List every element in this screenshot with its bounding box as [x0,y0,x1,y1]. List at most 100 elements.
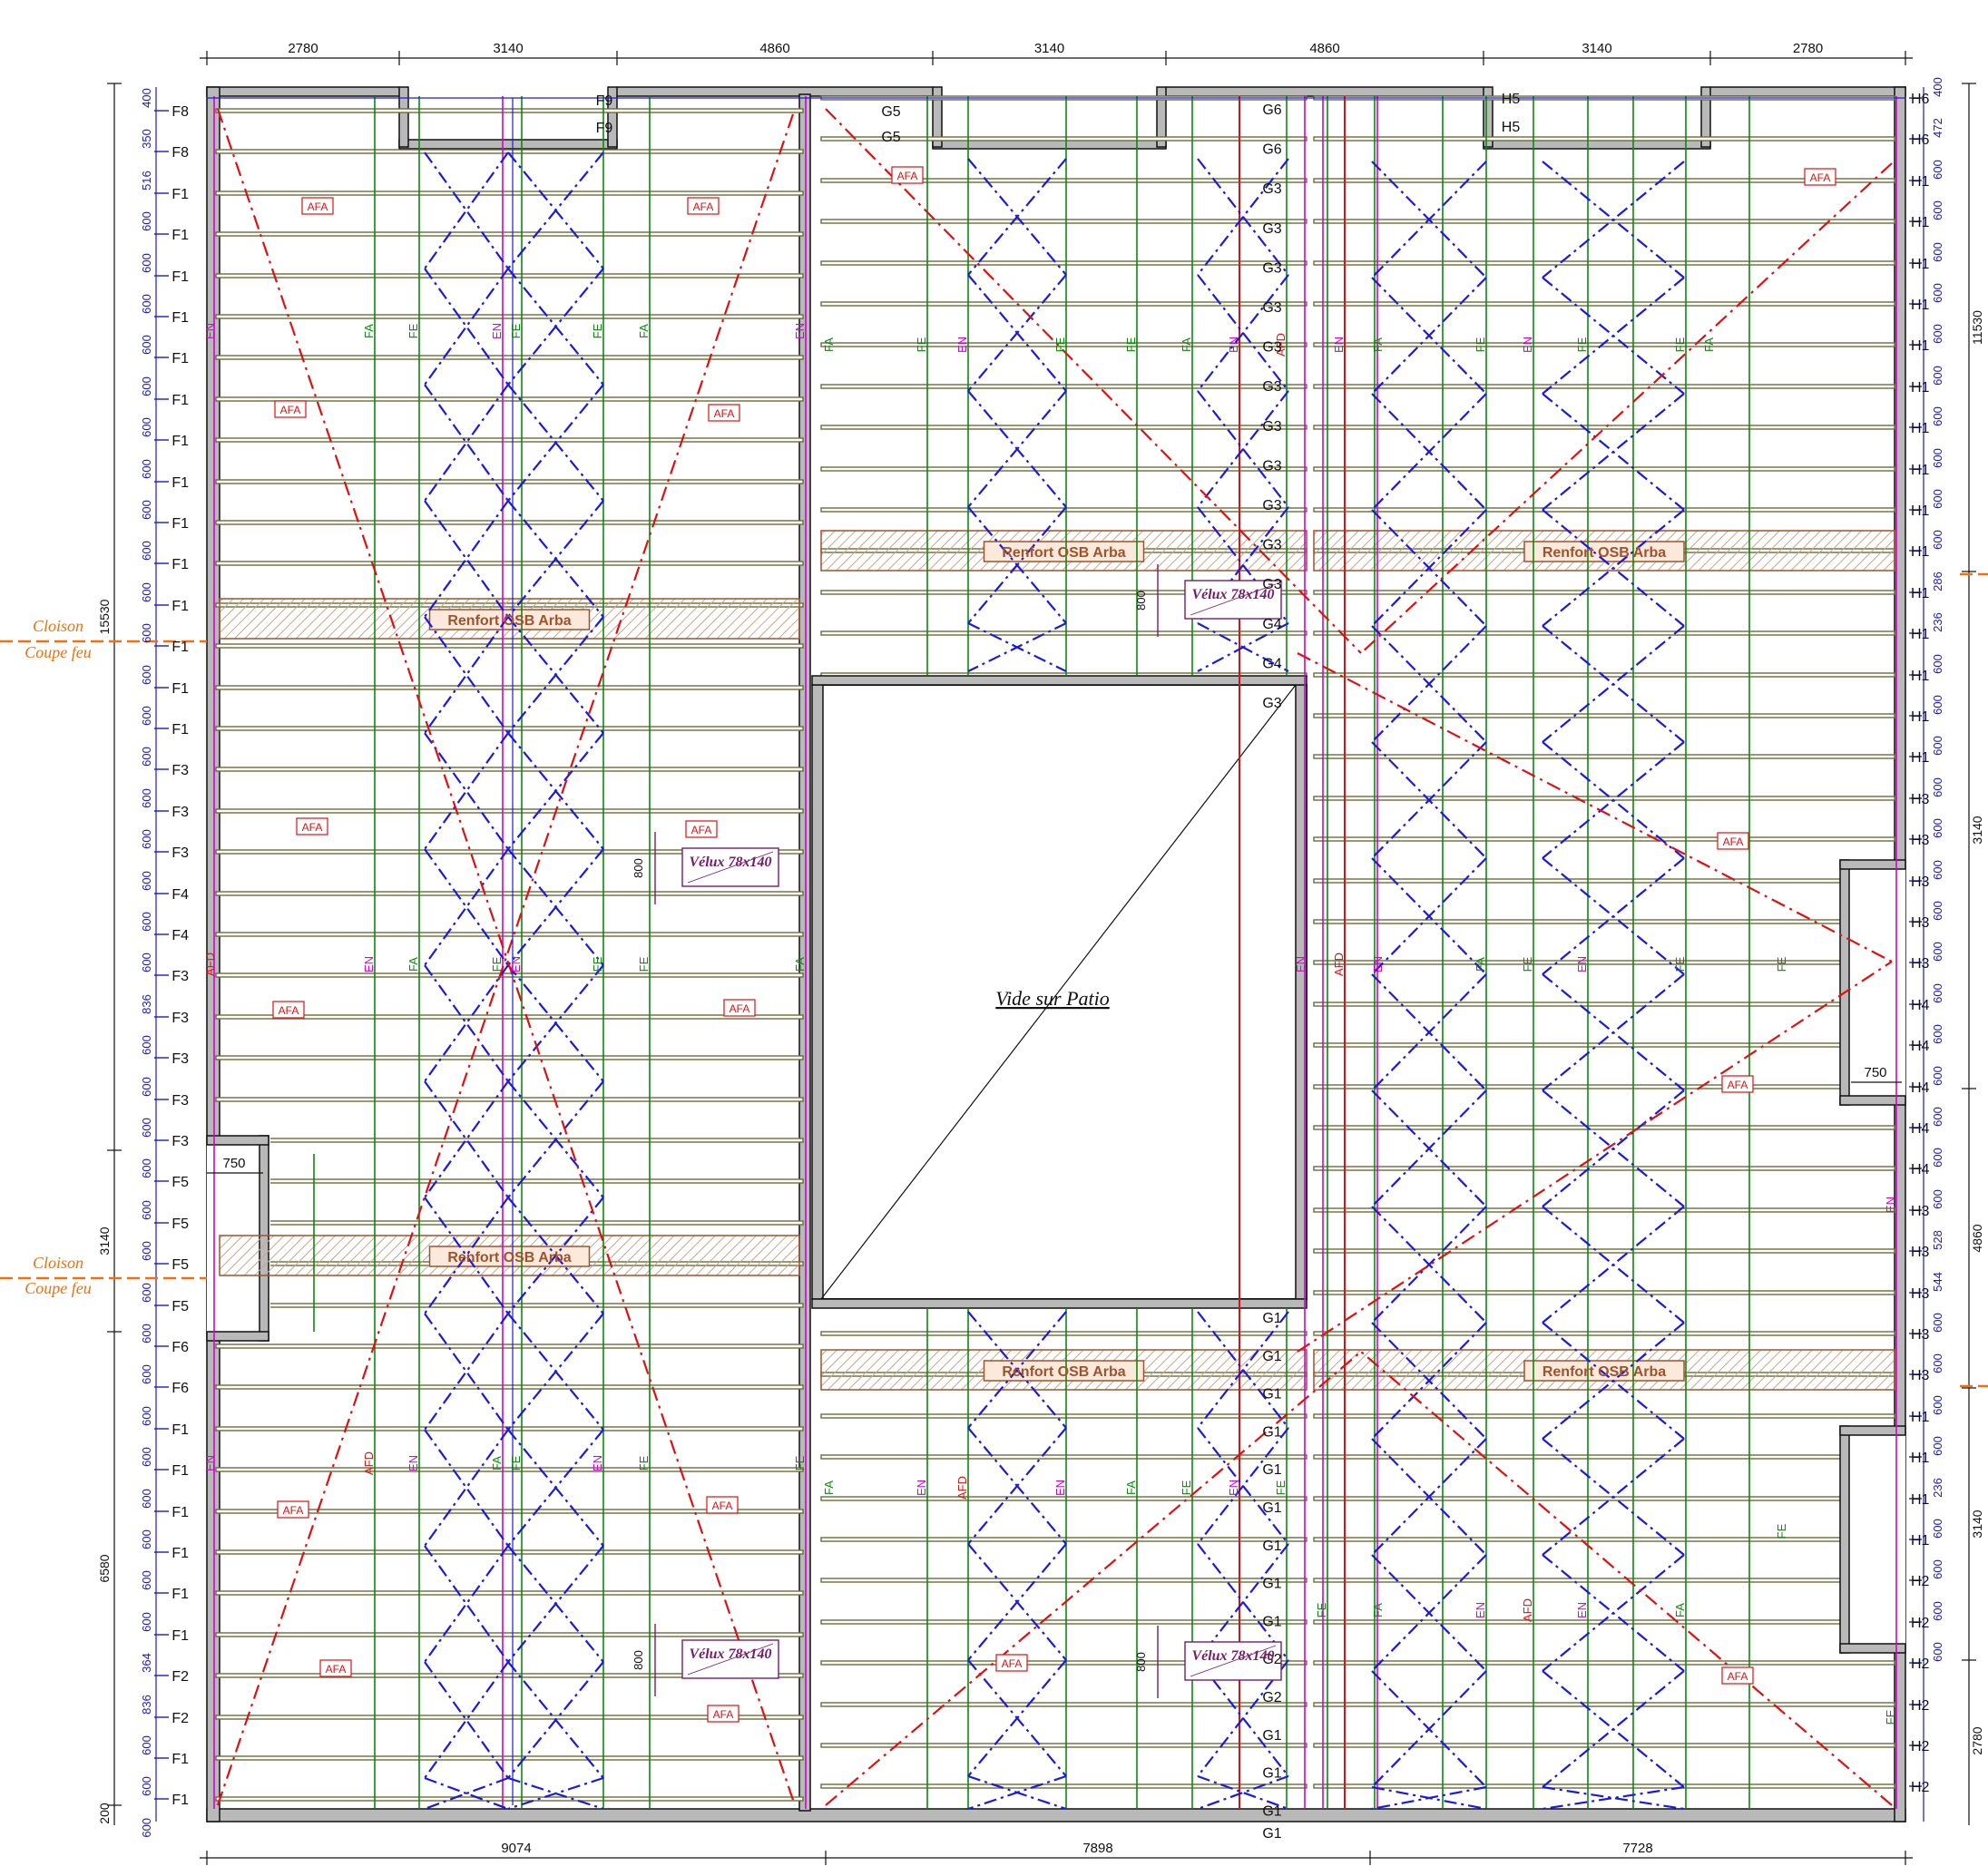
right-spacing-label: 286 [1931,572,1944,591]
left-spacing-label: 600 [140,1612,153,1632]
joist-label-left: F2 [171,1669,189,1685]
right-spacing-label: 600 [1931,1024,1944,1044]
joist [820,1743,1307,1748]
joist [215,972,804,978]
member-label: EN [1371,956,1385,972]
joist [820,590,1307,595]
joist [215,932,804,937]
g-label: G3 [1262,538,1281,553]
velux-label: Vélux 78x140 [1191,587,1274,602]
top-notch-cut [1484,83,1710,143]
top-dim-label: 4860 [759,41,789,56]
joist [820,1413,1307,1419]
joist-label-right: H1 [1911,215,1930,230]
right-spacing-label: 600 [1931,1313,1944,1333]
osb-label: Renfort OSB Arba [1542,545,1666,561]
joist [215,191,804,196]
afa-tag [319,1659,352,1677]
blue-bracing [424,848,509,966]
top-dim-label: 3140 [1034,41,1064,56]
joist-label-right: H4 [1911,998,1930,1013]
joist-label-left: F3 [171,1011,189,1026]
blue-bracing [1542,625,1685,743]
blue-bracing [424,1313,509,1431]
joist-label-left: F3 [171,845,189,861]
left-spacing-label: 600 [140,1200,153,1220]
left-spacing-label: 400 [140,88,153,108]
blue-bracing [424,1545,509,1663]
osb-label: Renfort OSB Arba [1002,545,1125,561]
left-spacing-label: 600 [140,829,153,849]
joist [1313,1413,1895,1419]
joist-label-right: H4 [1911,1162,1930,1177]
osb-tag [1523,1360,1685,1382]
right-spacing-label: 600 [1931,1519,1944,1539]
member-label: AFD [203,953,217,976]
blue-bracing [507,1313,604,1431]
joist [1313,713,1895,718]
joist-label-left: F1 [171,1628,189,1644]
joist-label-left: F1 [171,516,189,532]
joist-label-left: F3 [171,1134,189,1149]
left-spacing-label: 600 [140,1735,153,1755]
joist [1313,590,1895,595]
cloison-label-1a: Cloison [33,617,83,635]
joist-label-left: F5 [171,1175,189,1190]
blue-bracing [967,1543,1067,1661]
joist-label-right: H2 [1911,1780,1930,1795]
left-dim-label: 15530 [97,599,112,634]
joist-label-right: H1 [1911,380,1930,396]
left-spacing-label: 600 [140,912,153,932]
left-spacing-label: 600 [140,953,153,972]
blue-bracing [1371,857,1487,975]
red-bracing [1297,961,1893,1353]
joist [820,1619,1307,1625]
blue-bracing [967,1311,1067,1429]
member-label: FA [1124,1480,1138,1495]
joist-label-right: H1 [1911,586,1930,601]
joist-label-right: H1 [1911,257,1930,272]
left-spacing-label: 600 [140,1406,153,1426]
joist [820,301,1307,307]
joist-label-left: F4 [171,887,189,903]
right-spacing-label: 600 [1931,406,1944,426]
member-label: EN [1575,956,1589,972]
joist [215,1343,804,1349]
right-spacing-label: 600 [1931,530,1944,550]
joist [820,1454,1307,1460]
member-label: FA [1474,957,1487,972]
member-label: EN [490,323,504,339]
left-spacing-label: 600 [140,1447,153,1467]
joist-label-left: F8 [171,104,189,120]
joist-label-right: H1 [1911,709,1930,725]
afa-tag [1721,1666,1754,1685]
left-spacing-label: 600 [140,211,153,231]
left-spacing-label: 600 [140,788,153,808]
velux-diagonal [1190,583,1277,616]
top-dim-label: 2780 [1793,41,1823,56]
joist [1313,1660,1895,1666]
left-spacing-label: 600 [140,747,153,767]
left-spacing-label: 600 [140,335,153,355]
blue-bracing [1197,1774,1289,1811]
joist [215,108,804,113]
patio-wall-bottom [811,1298,1307,1309]
blue-bracing [1542,1089,1685,1207]
joist-label-right: H6 [1911,132,1930,148]
afa-tag [274,400,307,418]
joist [820,136,1307,142]
left-spacing-label: 350 [140,129,153,149]
blue-bracing [1371,1438,1487,1556]
afa-tag [891,166,924,184]
joist [215,1055,804,1060]
blue-bracing [424,732,509,850]
top-notch-cut [399,83,617,143]
member-label: EN [1227,337,1240,353]
joist [215,891,804,896]
joist-label-right: H1 [1911,298,1930,313]
afa-label: AFA [326,1663,347,1676]
joist-label-left: F3 [171,1051,189,1067]
joist [1313,1084,1895,1089]
velux-label: Vélux 78x140 [689,855,771,870]
afa-label: AFA [730,1002,750,1015]
